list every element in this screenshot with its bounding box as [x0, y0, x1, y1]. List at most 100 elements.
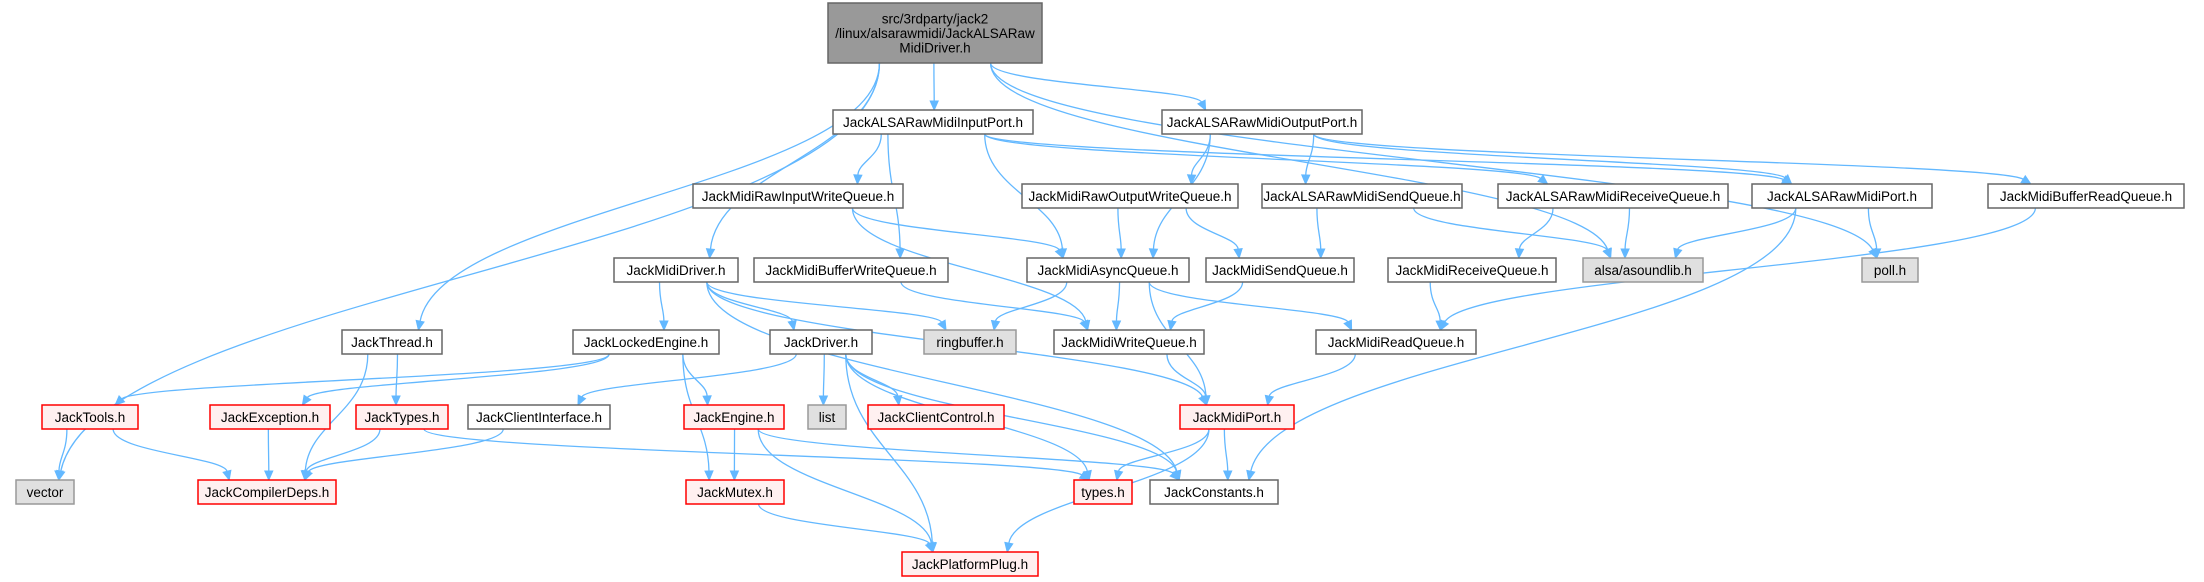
- node-box: [1751, 183, 1933, 209]
- node-label: JackCompilerDeps.h: [205, 485, 330, 500]
- edge-arrowhead: [1148, 248, 1159, 260]
- node-box: [683, 404, 785, 430]
- node-sendqueue-alsa[interactable]: JackALSARawMidiSendQueue.h: [1261, 183, 1463, 209]
- dependency-edge: [1315, 207, 1326, 260]
- dependency-edge: [1413, 207, 1612, 260]
- edge-arrowhead: [895, 248, 905, 260]
- node-engine[interactable]: JackEngine.h: [683, 404, 785, 430]
- node-label: JackALSARawMidiSendQueue.h: [1263, 189, 1460, 204]
- node-bufferwriteq[interactable]: JackMidiBufferWriteQueue.h: [753, 257, 949, 283]
- edge-arrowhead: [301, 394, 312, 407]
- edge-arrowhead: [391, 395, 401, 407]
- node-readqueue[interactable]: JackMidiReadQueue.h: [1315, 329, 1477, 355]
- dependency-edge: [304, 428, 504, 482]
- node-box: [1073, 479, 1133, 505]
- node-root[interactable]: src/3rdparty/jack2/linux/alsarawmidi/Jac…: [827, 2, 1043, 64]
- edge-arrowhead: [1222, 470, 1233, 482]
- node-label: vector: [27, 485, 64, 500]
- dependency-edge: [757, 428, 937, 554]
- node-lockedengine[interactable]: JackLockedEngine.h: [572, 329, 720, 355]
- node-box: [467, 404, 611, 430]
- edge-arrowhead: [924, 541, 934, 554]
- node-ringbuffer[interactable]: ringbuffer.h: [923, 329, 1017, 355]
- node-label: JackMidiPort.h: [1193, 410, 1282, 425]
- node-receivequeue[interactable]: JackMidiReceiveQueue.h: [1387, 257, 1557, 283]
- node-compilerdeps[interactable]: JackCompilerDeps.h: [197, 479, 337, 505]
- node-box: [1582, 257, 1704, 283]
- node-label: JackMidiDriver.h: [626, 263, 725, 278]
- node-label: JackPlatformPlug.h: [912, 557, 1028, 572]
- node-asoundlib[interactable]: alsa/asoundlib.h: [1582, 257, 1704, 283]
- dependency-edge: [415, 62, 881, 332]
- dependency-edge: [112, 428, 232, 482]
- dependency-edge: [929, 62, 939, 112]
- edge-arrowhead: [114, 395, 126, 406]
- dependency-edge: [757, 428, 1181, 481]
- node-box: [923, 329, 1017, 355]
- node-thread[interactable]: JackThread.h: [341, 329, 443, 355]
- node-exception[interactable]: JackException.h: [209, 404, 331, 430]
- node-bufferreadq[interactable]: JackMidiBufferReadQueue.h: [1987, 183, 2185, 209]
- dependency-edge: [1514, 207, 1554, 260]
- node-mididriver[interactable]: JackMidiDriver.h: [613, 257, 739, 283]
- edge-arrowhead: [1620, 248, 1630, 260]
- node-platformplug[interactable]: JackPlatformPlug.h: [901, 551, 1039, 577]
- edge-arrowhead: [1673, 247, 1683, 260]
- node-label: JackMidiRawInputWriteQueue.h: [702, 189, 895, 204]
- edge-arrowhead: [704, 470, 714, 482]
- dependency-edge: [301, 428, 381, 482]
- dependency-edge: [1185, 207, 1243, 260]
- node-clientcontrol[interactable]: JackClientControl.h: [867, 404, 1005, 430]
- node-label: JackClientControl.h: [877, 410, 994, 425]
- dependency-edge: [1116, 207, 1126, 260]
- node-types-h[interactable]: types.h: [1073, 479, 1133, 505]
- node-driver[interactable]: JackDriver.h: [769, 329, 873, 355]
- node-label: JackThread.h: [351, 335, 433, 350]
- node-outputport[interactable]: JackALSARawMidiOutputPort.h: [1161, 109, 1363, 135]
- node-label: MidiDriver.h: [899, 41, 970, 56]
- node-label: JackException.h: [221, 410, 319, 425]
- node-label: JackMidiSendQueue.h: [1212, 263, 1348, 278]
- node-mutex[interactable]: JackMutex.h: [685, 479, 785, 505]
- node-asyncqueue[interactable]: JackMidiAsyncQueue.h: [1026, 257, 1190, 283]
- node-box: [769, 329, 873, 355]
- dependency-edge: [758, 503, 934, 554]
- node-label: types.h: [1081, 485, 1125, 500]
- dependency-edge: [1620, 207, 1631, 260]
- edge-arrowhead: [937, 319, 947, 332]
- node-writequeue[interactable]: JackMidiWriteQueue.h: [1053, 329, 1205, 355]
- node-constants[interactable]: JackConstants.h: [1149, 479, 1279, 505]
- node-box: [832, 109, 1034, 135]
- node-sendqueue[interactable]: JackMidiSendQueue.h: [1205, 257, 1355, 283]
- node-list[interactable]: list: [807, 404, 847, 430]
- dependency-edge: [990, 281, 1068, 332]
- node-tools[interactable]: JackTools.h: [41, 404, 139, 430]
- dependency-edge: [1113, 428, 1210, 482]
- dependency-edge: [1301, 133, 1315, 186]
- node-vector[interactable]: vector: [15, 479, 75, 505]
- node-label: JackALSARawMidiPort.h: [1767, 189, 1917, 204]
- node-inputport[interactable]: JackALSARawMidiInputPort.h: [832, 109, 1034, 135]
- node-box: [692, 183, 904, 209]
- edge-arrowhead: [1315, 248, 1326, 260]
- node-label: JackMutex.h: [697, 485, 773, 500]
- dependency-edge: [845, 353, 938, 554]
- node-box: [41, 404, 139, 430]
- node-clientinterface[interactable]: JackClientInterface.h: [467, 404, 611, 430]
- node-label: JackLockedEngine.h: [584, 335, 709, 350]
- dependency-edge: [658, 281, 669, 332]
- node-label: ringbuffer.h: [936, 335, 1003, 350]
- node-rawoutputwq[interactable]: JackMidiRawOutputWriteQueue.h: [1021, 183, 1239, 209]
- node-midiport[interactable]: JackMidiPort.h: [1179, 404, 1295, 430]
- dependency-edge: [301, 353, 610, 407]
- node-types[interactable]: JackTypes.h: [355, 404, 449, 430]
- node-rawinputwq[interactable]: JackMidiRawInputWriteQueue.h: [692, 183, 904, 209]
- node-alsaport[interactable]: JackALSARawMidiPort.h: [1751, 183, 1933, 209]
- node-box: [1021, 183, 1239, 209]
- node-poll[interactable]: poll.h: [1861, 257, 1919, 283]
- node-receivequeue-alsa[interactable]: JackALSARawMidiReceiveQueue.h: [1497, 183, 1729, 209]
- node-label: list: [819, 410, 836, 425]
- dependency-edge: [705, 62, 881, 260]
- node-box: [1205, 257, 1355, 283]
